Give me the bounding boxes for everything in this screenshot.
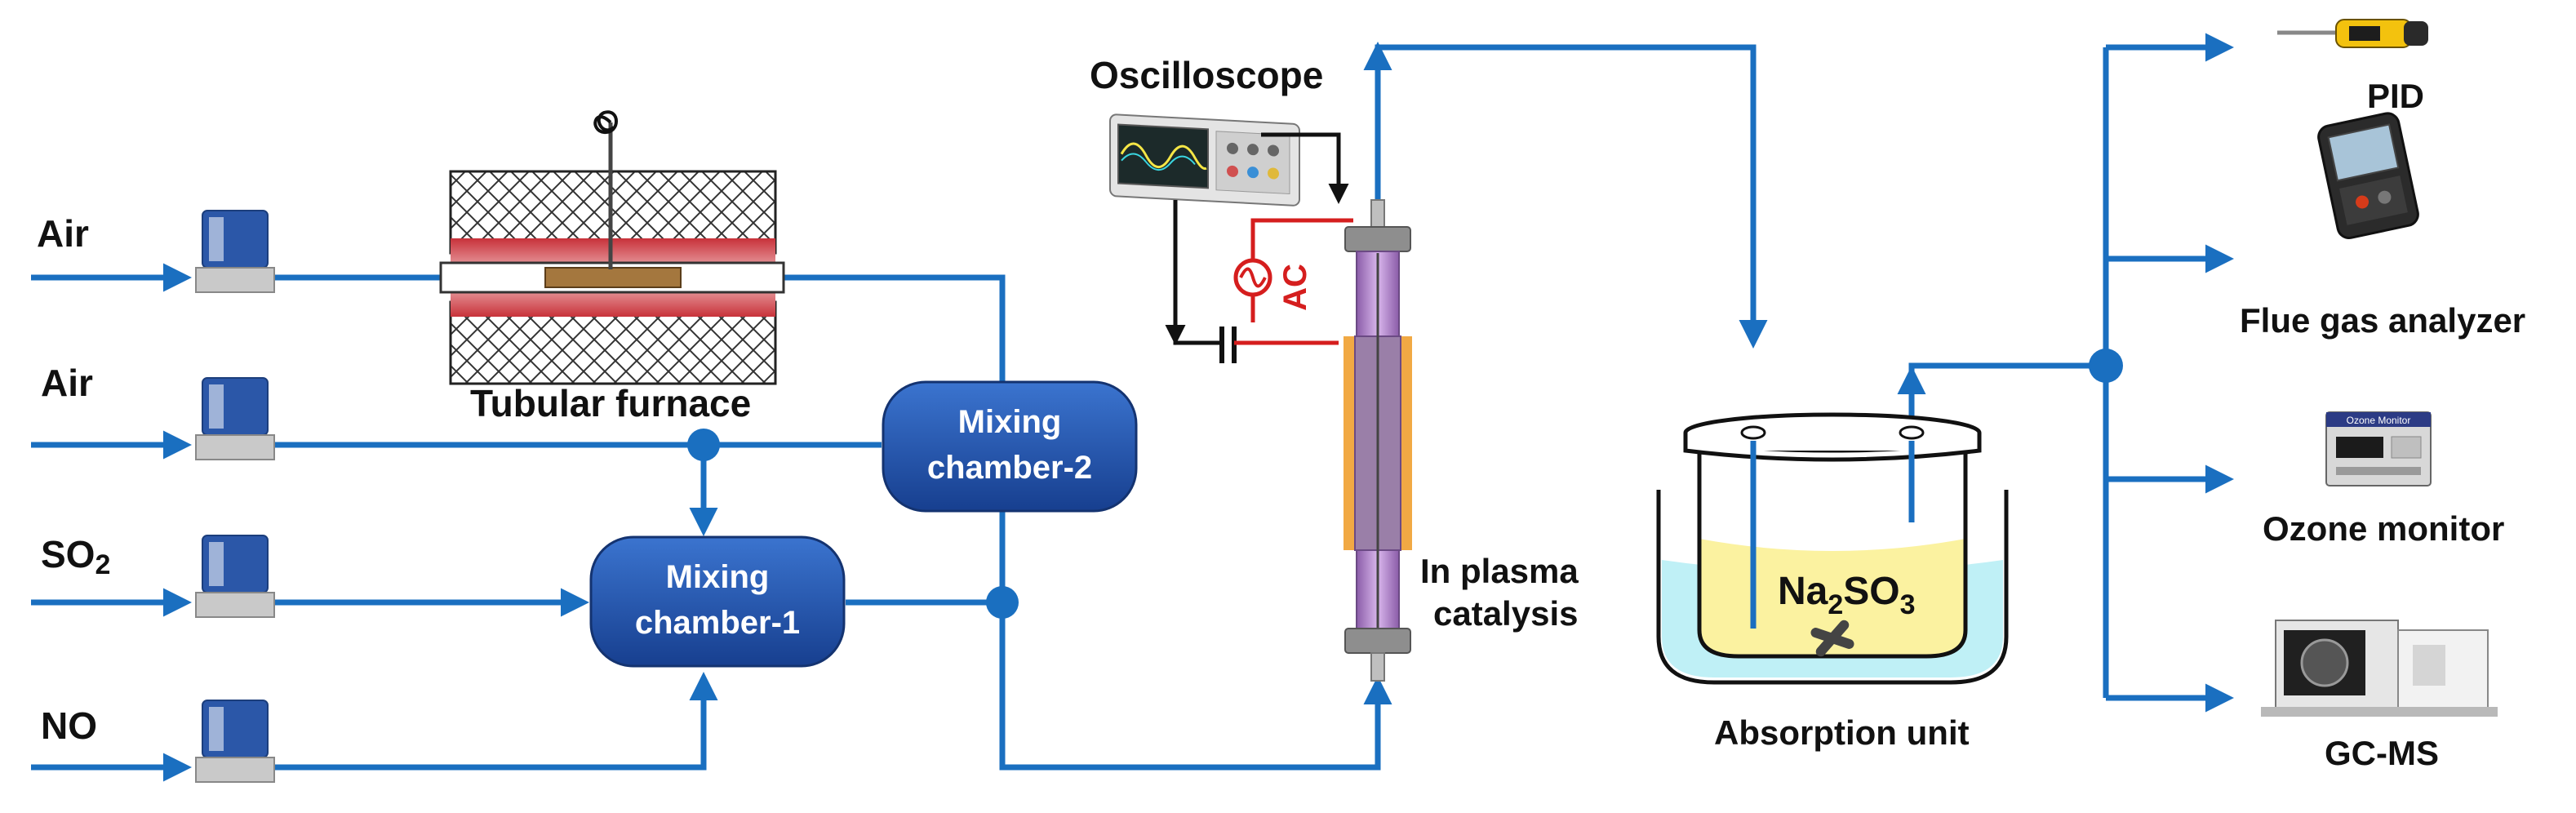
flue-gas-analyzer: Flue gas analyzer [2240, 112, 2525, 340]
gc-ms: GC-MS [2261, 620, 2498, 772]
junction-air-2 [687, 429, 720, 461]
chamber-2-line-1: Mixing [958, 404, 1062, 440]
water-bath [1656, 490, 2009, 685]
absorber-vessel [1697, 441, 1968, 659]
inlet-label-air-2: Air [41, 362, 93, 404]
electrical-circuit: AC [1165, 132, 1353, 363]
oscilloscope: Oscilloscope [1090, 54, 1323, 207]
absorbent-formula: Na2SO3 [1778, 570, 1916, 620]
gcms-label: GC-MS [2325, 734, 2439, 772]
thermocouple-coil-icon [593, 110, 618, 134]
pid-label: PID [2367, 77, 2424, 115]
no-line [269, 672, 718, 771]
mixing-chamber-2: Mixing chamber-2 [882, 380, 1138, 513]
ozone-monitor: Ozone Monitor Ozone monitor [2263, 411, 2504, 548]
feed-to-reactor-line [999, 490, 1392, 771]
reactor-label-line-2: catalysis [1433, 594, 1578, 633]
ozone-screen-text: Ozone Monitor [2347, 415, 2411, 426]
mfc-air-2 [195, 377, 275, 460]
mfc-no [195, 700, 275, 783]
probe-wire-2 [1173, 200, 1212, 345]
reactor-top-flange [1344, 226, 1411, 252]
ac-label: AC [1277, 264, 1313, 311]
mfc-air-1 [195, 210, 275, 293]
flue-label: Flue gas analyzer [2240, 301, 2525, 340]
tubular-furnace: Tubular furnace [439, 110, 785, 424]
ozone-label: Ozone monitor [2263, 509, 2504, 548]
junction-mix [986, 586, 1019, 619]
chamber-2-line-2: chamber-2 [927, 450, 1092, 486]
absorber-label: Absorption unit [1714, 713, 1970, 752]
oscilloscope-screen [1117, 123, 1209, 189]
oscilloscope-label: Oscilloscope [1090, 54, 1323, 96]
gas-lines [31, 33, 2234, 782]
inlet-label-no: NO [41, 704, 97, 747]
pid-detector: PID [2277, 19, 2428, 115]
chamber-1-line-2: chamber-1 [635, 605, 800, 641]
inlet-label-so2: SO2 [41, 533, 110, 580]
plasma-reactor: In plasma catalysis [1344, 199, 1579, 682]
mfc-so2 [195, 535, 275, 618]
stir-bar-icon [1810, 620, 1854, 657]
reactor-label-line-1: In plasma [1420, 552, 1579, 590]
mixing-chamber-1: Mixing chamber-1 [589, 535, 846, 668]
reactor-to-absorber-line [1375, 44, 1768, 349]
furnace-label: Tubular furnace [470, 382, 751, 424]
chamber-1-line-1: Mixing [666, 559, 770, 595]
probe-wire-1 [1261, 132, 1349, 204]
absorption-unit: Na2SO3 Absorption unit [1656, 412, 2009, 752]
absorbent-solution [1699, 539, 1965, 656]
inlet-label-air-1: Air [37, 212, 89, 255]
sample-boat [544, 267, 682, 288]
junction-analyzers [2089, 349, 2123, 383]
reactor-bottom-flange [1344, 628, 1411, 654]
